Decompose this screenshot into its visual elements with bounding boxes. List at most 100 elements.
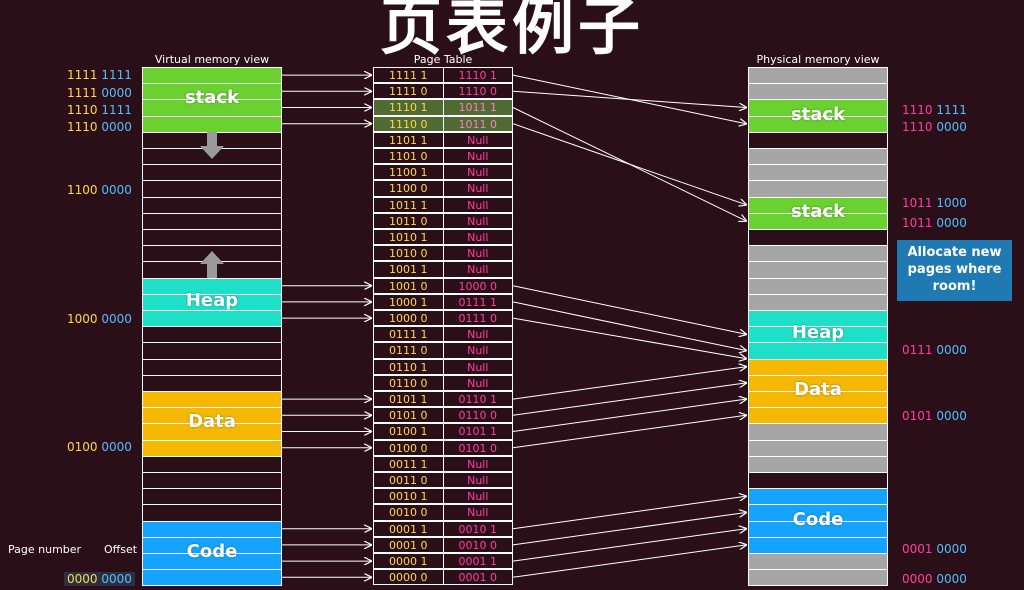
physical-address: 0001 0000 <box>902 542 967 556</box>
address-page-number: 0101 <box>902 409 937 423</box>
physical-address: 0101 0000 <box>902 409 967 423</box>
pagetable-to-physical-arrow <box>512 90 746 107</box>
page-table-row: 0111 0 Null <box>373 342 513 359</box>
address-offset: 0000 <box>936 572 967 586</box>
page-table-ppn: 0110 0 <box>458 409 498 423</box>
page-table-row: 1111 1 1110 1 <box>373 67 513 84</box>
page-table-ppn: Null <box>467 214 489 228</box>
address-offset: 1111 <box>101 103 132 117</box>
page-table-vpn: 1111 0 <box>374 84 444 99</box>
page-table-vpn: 1101 0 <box>374 149 444 164</box>
page-table-row: 0101 0 0110 0 <box>373 407 513 424</box>
page-table-vpn: 0010 1 <box>374 489 444 504</box>
virtual-address: 0000 0000 <box>64 572 135 586</box>
pagetable-to-physical-arrow <box>512 317 746 359</box>
physical-address: 1011 0000 <box>902 216 967 230</box>
physical-address: 0111 0000 <box>902 343 967 357</box>
grow-down-arrow <box>200 132 224 159</box>
page-table-vpn: 0101 0 <box>374 408 444 423</box>
page-table-ppn: 0010 0 <box>458 538 498 552</box>
page-table-vpn: 0000 0 <box>374 570 444 585</box>
page-table-vpn: 1000 1 <box>374 294 444 309</box>
page-table-row: 0001 0 0010 0 <box>373 536 513 553</box>
page-table-ppn: Null <box>467 490 489 504</box>
virtual-address: 1110 1111 <box>67 103 132 117</box>
address-offset: 1111 <box>936 103 967 117</box>
address-page-number: 1111 <box>67 68 102 82</box>
page-table-ppn: Null <box>467 506 489 520</box>
page-table-vpn: 1011 0 <box>374 213 444 228</box>
pagetable-to-physical-arrow <box>512 513 746 546</box>
physical-segment-data: Data <box>794 379 842 400</box>
virtual-address: 0100 0000 <box>67 440 132 454</box>
virtual-segment-code: Code <box>186 541 238 562</box>
address-offset: 0000 <box>101 440 132 454</box>
page-table-ppn: Null <box>467 344 489 358</box>
page-table-row: 1001 1 Null <box>373 261 513 278</box>
page-table-ppn: Null <box>467 198 489 212</box>
page-number-label: Page number <box>8 543 82 556</box>
page-table-row: 1000 1 0111 1 <box>373 293 513 310</box>
physical-address: 0000 0000 <box>902 572 967 586</box>
grow-up-arrow <box>200 251 224 278</box>
address-page-number: 1110 <box>902 120 937 134</box>
page-table-vpn: 0111 1 <box>374 327 444 342</box>
page-table-vpn: 1100 1 <box>374 165 444 180</box>
pagetable-to-physical-arrow <box>512 383 746 416</box>
page-table-ppn: Null <box>467 231 489 244</box>
page-table-vpn: 1001 1 <box>374 262 444 277</box>
address-page-number: 1110 <box>67 103 102 117</box>
address-offset: 1111 <box>101 68 132 82</box>
physical-segment-stack-1: stack <box>790 103 846 125</box>
virtual-memory-header: Virtual memory view <box>154 53 270 66</box>
page-table-ppn: 0110 1 <box>458 393 498 406</box>
page-table-ppn: Null <box>467 150 489 163</box>
page-table-vpn: 1101 1 <box>374 132 444 147</box>
address-page-number: 1110 <box>67 120 102 134</box>
page-table-vpn: 1110 1 <box>374 100 444 115</box>
address-page-number: 1011 <box>902 216 937 230</box>
virtual-address: 1100 0000 <box>67 183 132 197</box>
slide-title: 页表例子 <box>379 0 644 63</box>
page-table-row: 1011 0 Null <box>373 212 513 229</box>
page-table-ppn: 0101 1 <box>458 425 498 439</box>
address-offset: 0000 <box>101 572 132 586</box>
page-table-ppn: 1110 1 <box>458 69 498 82</box>
pagetable-to-physical-arrow <box>512 285 746 335</box>
virtual-address: 1111 0000 <box>67 86 132 100</box>
pagetable-to-physical-arrow <box>512 529 746 562</box>
page-table-vpn: 1001 0 <box>374 278 444 293</box>
physical-segment-code: Code <box>792 508 844 530</box>
virtual-address: 1111 1111 <box>67 68 132 82</box>
page-table-row: 1101 0 Null <box>373 148 513 165</box>
page-table-vpn: 0110 0 <box>374 375 444 390</box>
page-table-ppn: Null <box>467 263 489 277</box>
address-offset: 0000 <box>101 312 132 326</box>
page-table-vpn: 0001 0 <box>374 537 444 552</box>
page-table-vpn: 1111 1 <box>374 68 444 83</box>
page-table-ppn: 1011 1 <box>458 101 498 115</box>
page-table-vpn: 0111 0 <box>374 343 444 358</box>
address-offset: 0000 <box>936 120 967 134</box>
pagetable-to-physical-arrow <box>512 367 746 400</box>
page-table-ppn: 0111 1 <box>458 295 498 309</box>
pagetable-to-physical-arrow <box>512 301 746 351</box>
page-table-vpn: 0100 0 <box>374 440 444 455</box>
page-table-vpn: 1000 0 <box>374 311 444 326</box>
